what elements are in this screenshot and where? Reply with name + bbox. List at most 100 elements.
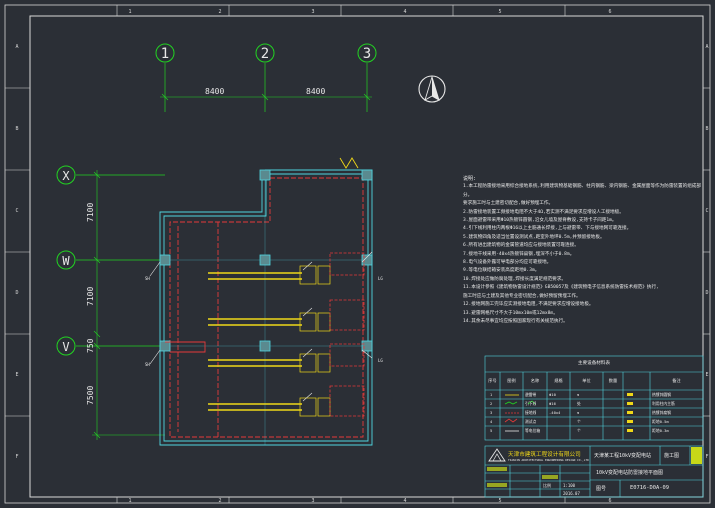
sheet-border-outer [4, 4, 711, 504]
row-unit: 处 [577, 401, 581, 406]
row-note: 利用柱内主筋 [652, 401, 675, 406]
note-line: 4.引下线利用柱内两根Φ16以上主筋通长焊接,上与避雷带、下与接地网可靠连接。 [463, 226, 632, 232]
note-line: 6.所有进出建筑物的金属管道均应与接地装置可靠连接。 [463, 243, 579, 249]
border-right-letter: A [705, 44, 708, 50]
border-right-letter: F [705, 454, 708, 460]
company-name-en: TIANJIN ARCHITECTURAL ENGINEERING DESIGN… [508, 458, 589, 462]
legend-table-frame [484, 355, 704, 441]
border-top-num: 1 [128, 9, 131, 15]
row-no: 2 [490, 401, 493, 406]
label-sh-v: SH [145, 362, 150, 367]
border-left-letter: C [15, 208, 18, 214]
col-header: 序号 [488, 378, 497, 383]
note-line: 5.建筑物四角及适当位置设测试点,距室外地坪0.5m,并预留接地板。 [463, 234, 605, 240]
label-sh-w: SH [145, 276, 150, 281]
row-note: 距地0.5m [652, 419, 669, 424]
note-line: 8.电气设备外露可导电部分均应可靠接地。 [463, 260, 552, 266]
dim-left-4: 7500 [86, 386, 95, 405]
border-top-num: 6 [608, 9, 611, 15]
border-right-letter: C [705, 208, 708, 214]
axis-bubble-v: V [56, 336, 76, 356]
note-line: 2.防雷接地装置工频接地电阻不大于4Ω,若实测不满足要求应增设人工接地极。 [463, 209, 624, 215]
border-top-num: 5 [498, 9, 501, 15]
note-line: 13.避雷网格尺寸不大于10mx10m或12mx8m。 [463, 310, 558, 316]
axis-bubble-2: 2 [255, 43, 275, 63]
dim-left-2: 7100 [86, 287, 95, 306]
company-name: 天津市建筑工程设计有限公司 [508, 452, 581, 458]
note-line: 3.屋面避雷带采用Φ10热镀锌圆钢,沿女儿墙及屋脊敷设,支持卡子间距1m。 [463, 218, 617, 224]
border-left-letter: B [15, 126, 18, 132]
connection-ticks [149, 251, 373, 402]
dim-top-2: 8400 [306, 87, 325, 96]
row-note: 热镀锌扁钢 [652, 410, 671, 415]
border-bottom-num: 4 [403, 498, 406, 504]
col-header: 备注 [672, 378, 681, 383]
axis-bubble-3: 3 [357, 43, 377, 63]
border-left-letter: F [15, 454, 18, 460]
dimension-texts: 8400 8400 7100 7100 750 7500 [86, 87, 325, 405]
equipment-loops [329, 252, 365, 417]
border-bottom-num: 6 [608, 498, 611, 504]
row-unit: m [577, 410, 580, 415]
row-no: 3 [490, 410, 493, 415]
legend-table: 主要设备材料表 序号 图例 名称 规格 单位 数量 备注 1 避雷带 Φ10 m… [485, 356, 703, 440]
border-bottom-num: 3 [311, 498, 314, 504]
note-line: 14.其余未尽事宜均应按照国家现行有关规范执行。 [463, 318, 568, 324]
row-no: 5 [490, 428, 493, 433]
border-zone-labels: 1 2 3 4 5 6 1 2 3 4 5 6 A B C D E F A B … [15, 9, 708, 504]
border-left-letter: E [15, 372, 18, 378]
row-no: 1 [490, 392, 493, 397]
axis-label-v: V [62, 340, 69, 354]
row-unit: m [577, 392, 580, 397]
note-line: 1.本工程防雷接地采用综合接地系统,利用建筑物基础钢筋、柱内钢筋、梁内钢筋、金属… [463, 184, 701, 198]
axis-label-w: W [62, 254, 70, 268]
row-name: 测试点 [525, 419, 537, 424]
border-left-letter: D [15, 290, 18, 296]
border-bottom-num: 2 [218, 498, 221, 504]
company-logo [488, 448, 506, 462]
label-lg-w: LG [378, 276, 383, 281]
stamp-rows [487, 467, 558, 487]
row-note: 热镀锌圆钢 [652, 392, 671, 397]
title-block-frame [484, 445, 704, 498]
legend-table-header: 序号 图例 名称 规格 单位 数量 备注 [485, 372, 703, 390]
design-notes: 说明: 1.本工程防雷接地采用综合接地系统,利用建筑物基础钢筋、柱内钢筋、梁内钢… [463, 175, 703, 326]
border-top-num: 2 [218, 9, 221, 15]
axis-bubble-w: W [56, 250, 76, 270]
table-row: 5 等电位箱 个 距地0.3m [485, 426, 703, 435]
date-value: 2016.07 [563, 491, 580, 496]
table-row: 3 接地线 -40x4 m 热镀锌扁钢 [485, 408, 703, 417]
notes-title: 说明: [463, 176, 477, 182]
axis-grid-lines [76, 63, 368, 347]
border-bottom-num: 5 [498, 498, 501, 504]
note-line: 10.焊接处应做防腐处理,焊接长度满足规范要求。 [463, 276, 566, 282]
border-bottom-num: 1 [128, 498, 131, 504]
row-name: 引下线 [525, 401, 537, 406]
note-line: 11.本设计参照《建筑物防雷设计规范》GB50057及《建筑物电子信息系统防雷技… [463, 285, 659, 291]
border-left-letter: A [15, 44, 18, 50]
row-spec: Φ16 [549, 401, 556, 406]
axis-bubble-x: X [56, 165, 76, 185]
axis-label-x: X [62, 169, 70, 183]
border-right-letter: E [705, 372, 708, 378]
axis-label-1: 1 [161, 46, 169, 62]
legend-symbols [504, 393, 633, 432]
columns [159, 169, 373, 352]
border-top-num: 4 [403, 9, 406, 15]
axis-label-2: 2 [261, 46, 269, 62]
row-unit: 个 [577, 419, 581, 424]
switchgear-units [299, 157, 359, 417]
stamp-block [691, 447, 702, 464]
border-right-letter: B [705, 126, 708, 132]
table-row: 4 测试点 个 距地0.5m [485, 417, 703, 426]
note-line: 施工时应与土建及其他专业密切配合,做好预留预埋工作。 [463, 293, 581, 299]
border-top-num: 3 [311, 9, 314, 15]
dim-top-1: 8400 [205, 87, 224, 96]
design-stage: 施工图 [664, 453, 680, 459]
busbars [208, 272, 302, 411]
table-row: 1 避雷带 Φ10 m 热镀锌圆钢 [485, 390, 703, 399]
col-header: 单位 [582, 378, 591, 383]
col-header: 名称 [530, 378, 540, 383]
table-row: 2 引下线 Φ16 处 利用柱内主筋 [485, 399, 703, 408]
